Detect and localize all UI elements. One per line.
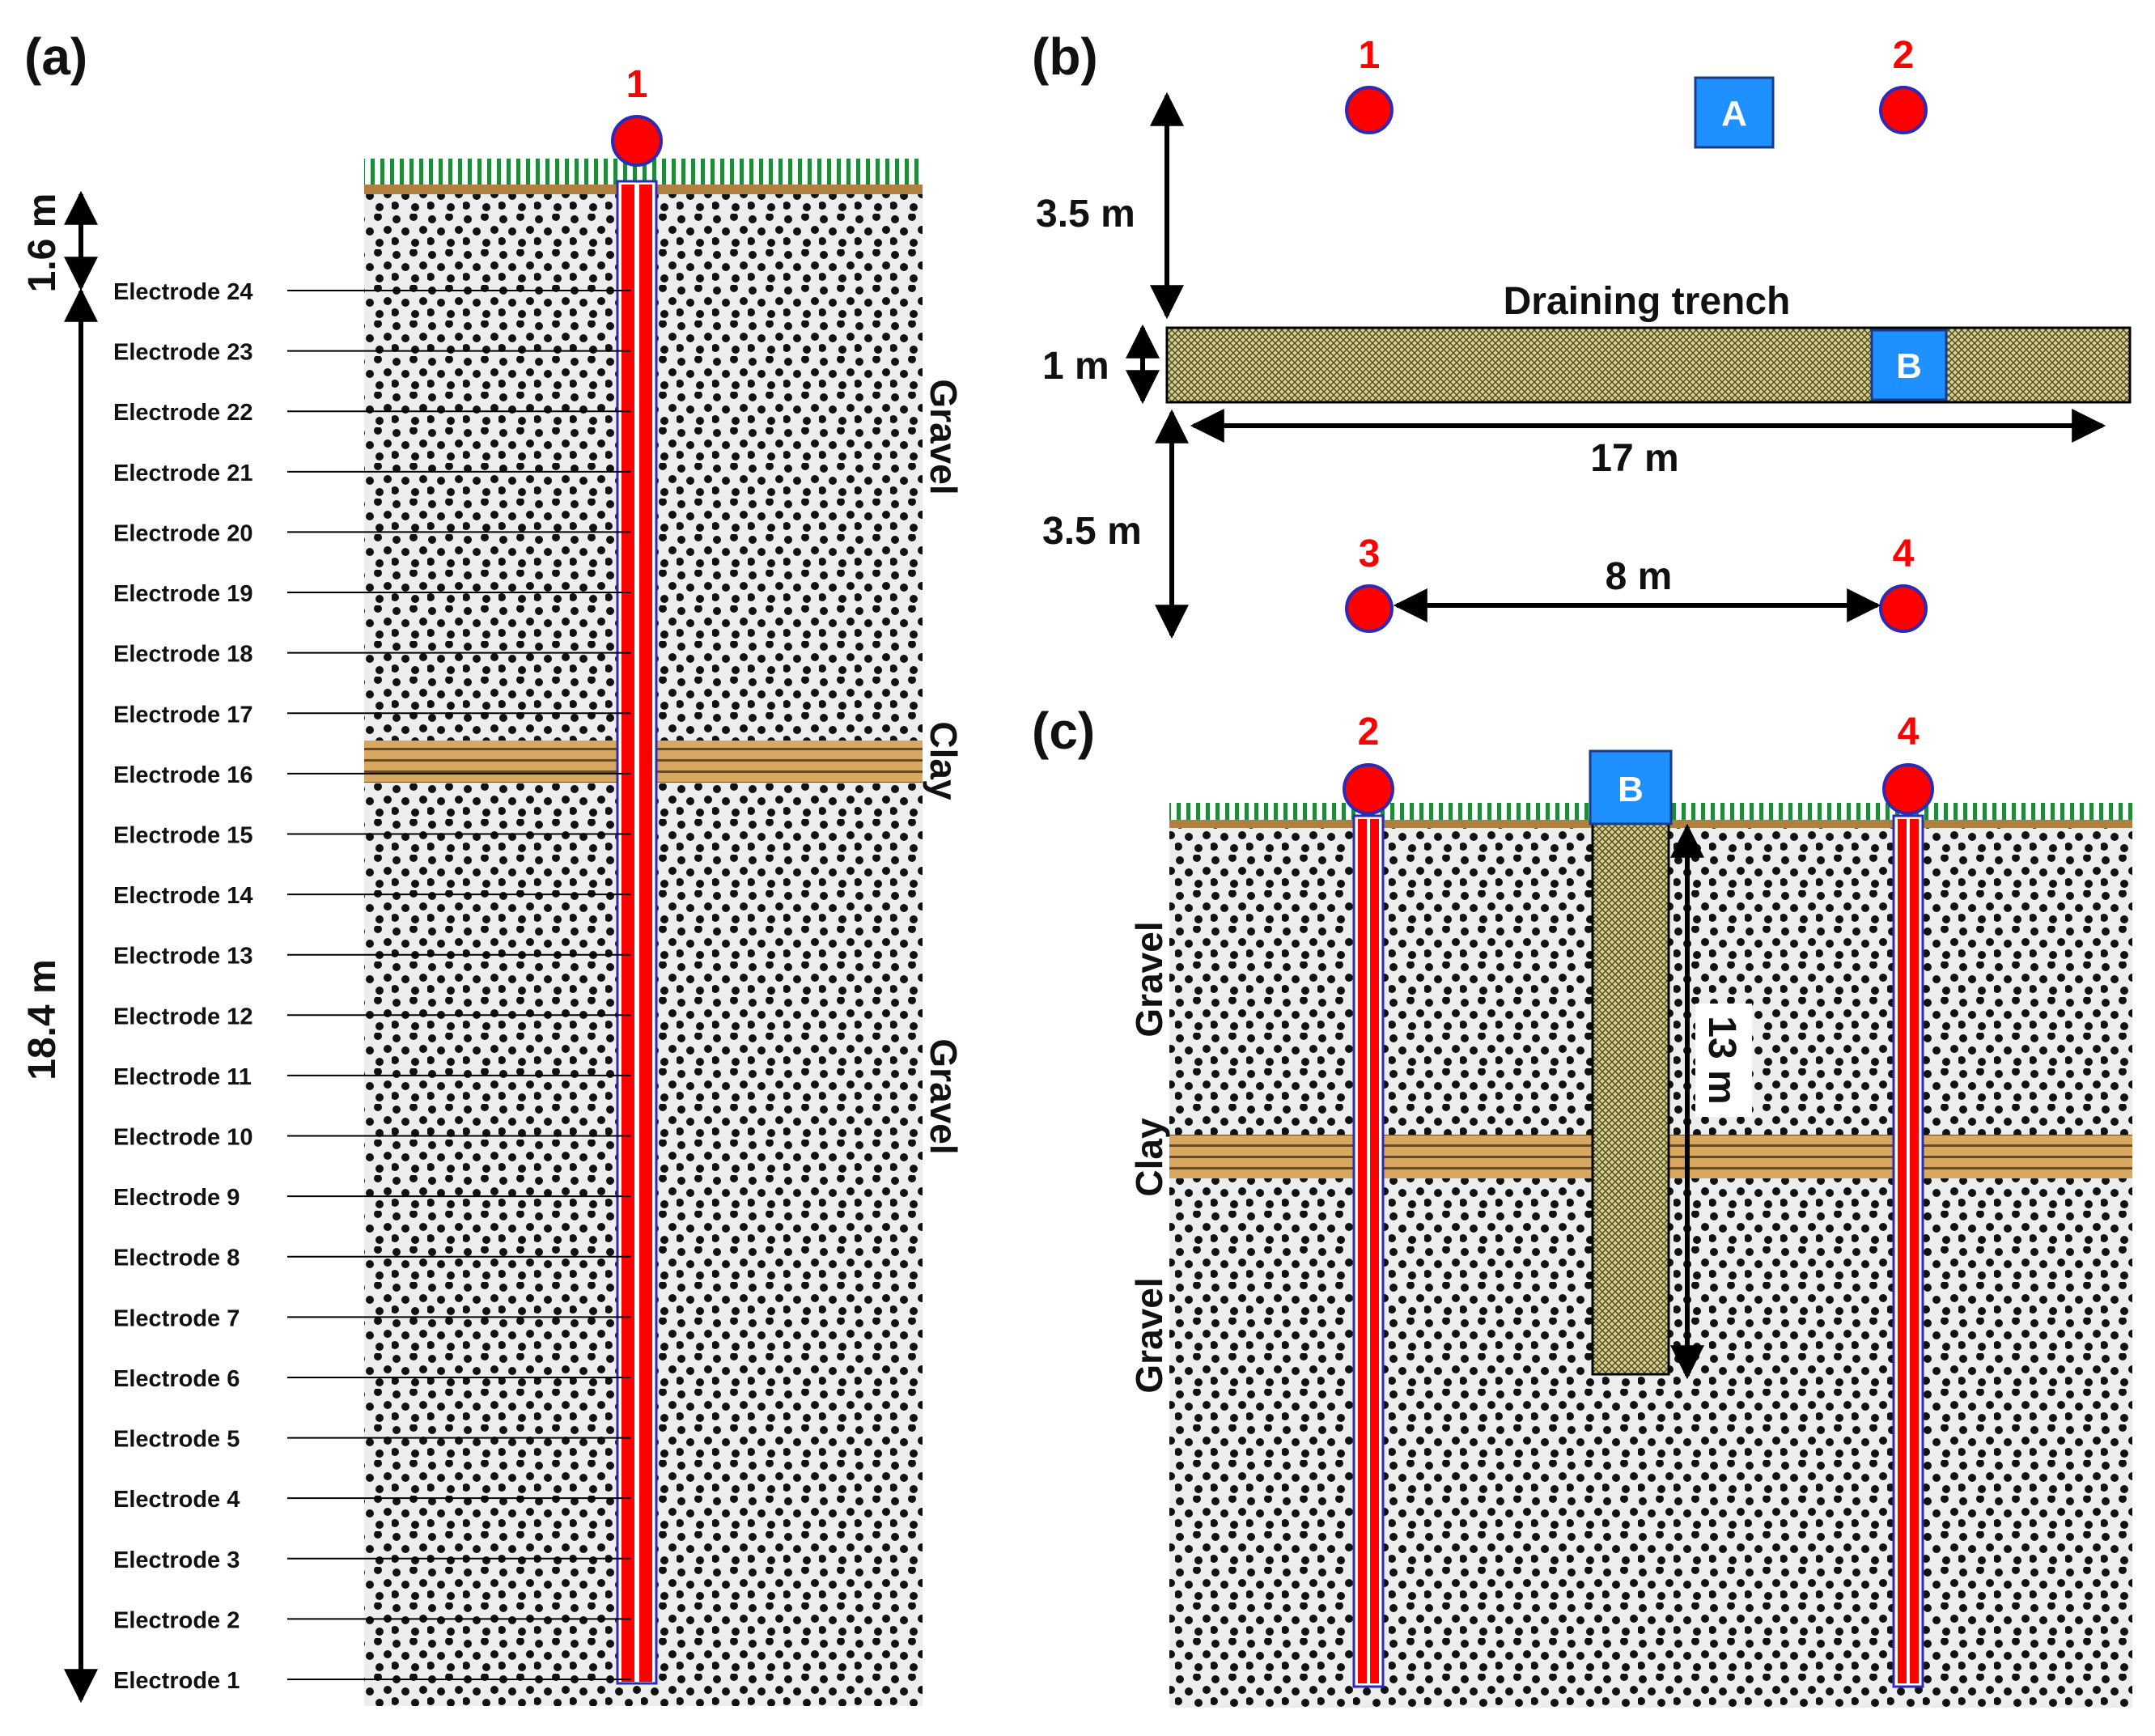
- section-borehole-4-core: [1907, 819, 1910, 1683]
- electrode-label: Electrode 23: [113, 340, 252, 366]
- electrode-label: Electrode 15: [113, 822, 252, 848]
- marker-b-section: [1589, 749, 1673, 826]
- layer-label-gravel-upper-c: Gravel: [1128, 921, 1170, 1037]
- borehole-1-marker: [611, 115, 663, 167]
- panel-c: (c) B 13 m 2 4 Gravel Clay Gravel: [1032, 702, 2132, 1708]
- trench-section: [1591, 821, 1670, 1376]
- depth-main-label: 18.4 m: [21, 959, 64, 1080]
- borehole-1-tube-core: [634, 185, 639, 1682]
- marker-a: [1694, 76, 1775, 149]
- electrode-label: Electrode 22: [113, 400, 252, 426]
- marker-a-label: A: [1721, 94, 1747, 134]
- electrode-label: Electrode 11: [113, 1064, 252, 1090]
- section-borehole-4-number: 4: [1898, 711, 1920, 753]
- marker-b-section-label: B: [1618, 770, 1644, 809]
- borehole-1-number: 1: [626, 63, 648, 106]
- electrode-label: Electrode 19: [113, 581, 252, 607]
- electrode-label: Electrode 13: [113, 944, 252, 970]
- plan-borehole-4-number: 4: [1893, 533, 1915, 575]
- dim-spacing-label: 8 m: [1606, 555, 1673, 598]
- electrode-label: Electrode 4: [113, 1487, 240, 1513]
- panel-b: (b) 1 2 A 3.5 m Draining trench B 1 m 17…: [1032, 28, 2132, 639]
- marker-b-plan: [1870, 329, 1948, 401]
- section-borehole-2-number: 2: [1358, 711, 1380, 753]
- section-borehole-2-marker: [1343, 763, 1394, 815]
- plan-borehole-3: [1345, 584, 1394, 633]
- dim-depth-label-c: 13 m: [1700, 1016, 1743, 1104]
- section-borehole-2-core: [1367, 819, 1370, 1683]
- plan-borehole-2-number: 2: [1893, 34, 1915, 77]
- electrode-label: Electrode 20: [113, 520, 252, 546]
- electrode-label: Electrode 16: [113, 762, 252, 788]
- electrode-label: Electrode 2: [113, 1607, 240, 1633]
- electrode-list: Electrode 24 Electrode 23 Electrode 22 Elec…: [113, 279, 631, 1694]
- plan-borehole-3-number: 3: [1359, 533, 1381, 575]
- electrode-label: Electrode 7: [113, 1305, 240, 1331]
- electrode-label: Electrode 5: [113, 1427, 240, 1453]
- plan-borehole-1-number: 1: [1359, 34, 1381, 77]
- marker-b-plan-label: B: [1896, 346, 1922, 386]
- electrode-label: Electrode 10: [113, 1125, 252, 1151]
- layer-label-clay-a: Clay: [923, 721, 965, 800]
- dim-top-label: 3.5 m: [1036, 193, 1135, 236]
- electrode-label: Electrode 17: [113, 702, 252, 728]
- panel-a: (a) 1 1.6 m 18.4 m Gravel Clay Gravel El…: [21, 28, 965, 1706]
- electrode-label: Electrode 6: [113, 1366, 240, 1392]
- layer-label-gravel-lower-a: Gravel: [923, 1038, 965, 1154]
- trench-title: Draining trench: [1504, 280, 1791, 323]
- electrode-label: Electrode 12: [113, 1004, 252, 1029]
- plan-borehole-1: [1345, 86, 1394, 134]
- layer-label-gravel-lower-c: Gravel: [1128, 1277, 1170, 1393]
- layer-label-clay-c: Clay: [1128, 1118, 1170, 1197]
- depth-label-bg: [1695, 1004, 1752, 1117]
- electrode-label: Electrode 18: [113, 642, 252, 668]
- plan-borehole-4: [1879, 584, 1928, 633]
- electrode-label: Electrode 21: [113, 461, 252, 486]
- panel-c-label: (c): [1032, 702, 1095, 760]
- panel-a-label: (a): [24, 28, 87, 86]
- depth-top-label: 1.6 m: [21, 193, 64, 293]
- dim-length-label: 17 m: [1590, 437, 1678, 480]
- section-borehole-4-marker: [1882, 763, 1934, 815]
- electrode-label: Electrode 24: [113, 279, 252, 305]
- draining-trench: [1165, 326, 2132, 404]
- electrode-label: Electrode 1: [113, 1668, 240, 1694]
- electrode-label: Electrode 3: [113, 1547, 240, 1573]
- electrode-label: Electrode 9: [113, 1185, 240, 1211]
- dim-width-label: 1 m: [1042, 345, 1109, 388]
- dim-bottom-label: 3.5 m: [1042, 510, 1142, 553]
- layer-label-gravel-upper-a: Gravel: [923, 379, 965, 494]
- electrode-label: Electrode 8: [113, 1246, 240, 1271]
- plan-borehole-2: [1879, 86, 1928, 134]
- panel-b-label: (b): [1032, 28, 1098, 86]
- electrode-label: Electrode 14: [113, 883, 252, 909]
